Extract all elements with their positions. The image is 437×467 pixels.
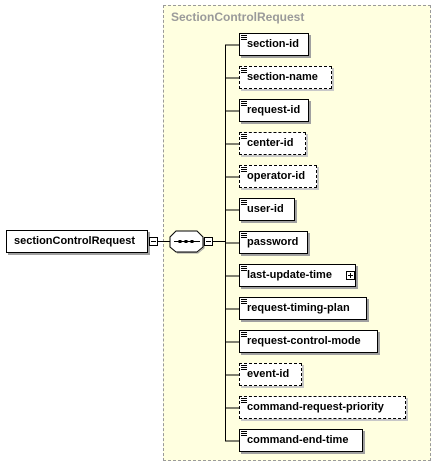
expand-icon[interactable] <box>346 271 355 280</box>
annotation-icon <box>241 167 247 172</box>
annotation-icon <box>241 101 247 106</box>
root-element-label: sectionControlRequest <box>14 235 136 247</box>
child-element-label: request-timing-plan <box>247 302 350 314</box>
child-element-label: operator-id <box>247 170 306 182</box>
child-element-label: password <box>247 236 299 248</box>
annotation-icon <box>241 365 247 370</box>
compositor-dot <box>190 240 194 243</box>
annotation-icon <box>241 398 247 403</box>
annotation-icon <box>241 233 247 238</box>
annotation-icon <box>241 266 247 271</box>
annotation-icon <box>241 299 247 304</box>
child-element-label: event-id <box>247 368 290 380</box>
compositor-dot <box>178 240 182 243</box>
complex-type-title: SectionControlRequest <box>171 10 305 24</box>
sequence-collapse-icon[interactable] <box>204 237 213 246</box>
child-element-label: last-update-time <box>247 269 332 281</box>
child-element-command-request-priority[interactable]: command-request-priority <box>239 396 406 419</box>
child-element-label: command-end-time <box>247 434 349 446</box>
root-element-box[interactable]: sectionControlRequest <box>6 230 148 253</box>
annotation-icon <box>241 35 247 40</box>
child-element-label: request-control-mode <box>247 335 361 347</box>
child-element-request-timing-plan[interactable]: request-timing-plan <box>239 297 367 320</box>
child-element-request-control-mode[interactable]: request-control-mode <box>239 330 378 353</box>
child-element-label: command-request-priority <box>247 401 384 413</box>
child-element-label: user-id <box>247 203 284 215</box>
annotation-icon <box>241 332 247 337</box>
child-element-last-update-time[interactable]: last-update-time <box>239 264 356 287</box>
compositor-dot <box>184 240 188 243</box>
child-element-label: section-name <box>247 71 318 83</box>
child-element-operator-id[interactable]: operator-id <box>239 165 317 188</box>
annotation-icon <box>241 200 247 205</box>
root-collapse-icon[interactable] <box>149 237 158 246</box>
child-element-password[interactable]: password <box>239 231 308 254</box>
child-element-label: request-id <box>247 104 301 116</box>
child-element-label: section-id <box>247 38 299 50</box>
child-element-user-id[interactable]: user-id <box>239 198 295 221</box>
child-element-request-id[interactable]: request-id <box>239 99 309 122</box>
child-element-section-id[interactable]: section-id <box>239 33 309 56</box>
child-element-label: center-id <box>247 137 294 149</box>
annotation-icon <box>241 431 247 436</box>
child-element-event-id[interactable]: event-id <box>239 363 302 386</box>
child-element-section-name[interactable]: section-name <box>239 66 332 89</box>
annotation-icon <box>241 134 247 139</box>
child-element-command-end-time[interactable]: command-end-time <box>239 429 363 452</box>
annotation-icon <box>241 68 247 73</box>
child-element-center-id[interactable]: center-id <box>239 132 306 155</box>
